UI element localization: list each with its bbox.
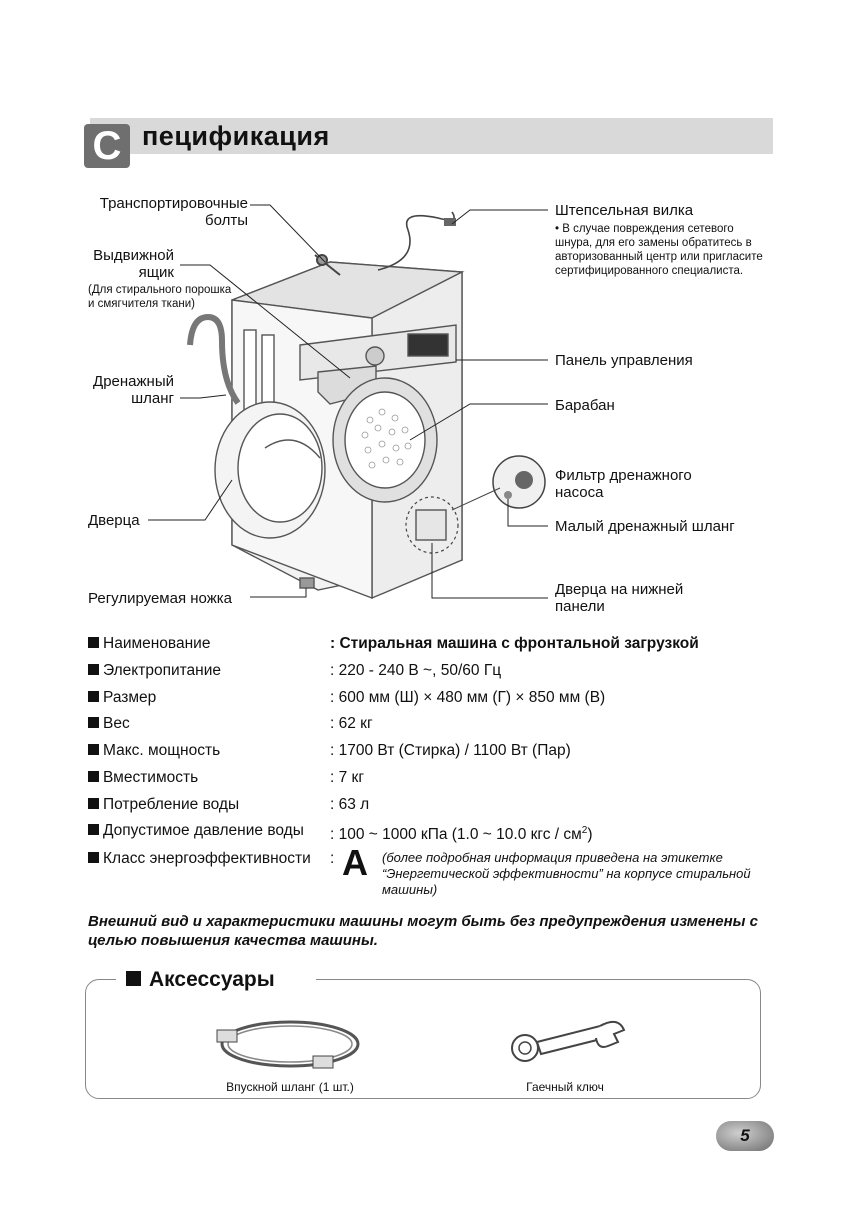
washing-machine-diagram: [148, 204, 548, 600]
bullet-square-icon: [88, 744, 99, 755]
label-drain-hose: Дренажный шланг: [93, 373, 174, 407]
header-badge-letter: С: [84, 124, 130, 168]
label-transport-bolts: Транспортировочные болты: [99, 195, 248, 229]
label-drawer: Выдвижной ящик: [93, 247, 174, 281]
bullet-square-icon: [126, 971, 141, 986]
label-drum: Барабан: [555, 397, 615, 414]
label-drawer-note: (Для стирального порошка и смягчителя тк…: [88, 284, 232, 310]
energy-class-value: A: [342, 842, 368, 883]
label-small-drain-hose: Малый дренажный шланг: [555, 518, 735, 535]
washer-body-illustration: [214, 261, 465, 600]
wrench-caption: Гаечный ключ: [526, 1080, 604, 1094]
label-pump-filter: Фильтр дренажного насоса: [555, 467, 692, 501]
bullet-square-icon: [88, 852, 99, 863]
bullet-square-icon: [88, 824, 99, 835]
accessories-box: [85, 979, 761, 1099]
bullet-square-icon: [88, 771, 99, 782]
inlet-hose-icon: [216, 1020, 360, 1069]
label-control-panel: Панель управления: [555, 352, 693, 369]
label-power-plug: Штепсельная вилка: [555, 202, 694, 219]
drain-hose-illustration: [187, 313, 241, 405]
leader-lines: [148, 204, 548, 599]
page-number: 5: [716, 1121, 774, 1151]
bullet-square-icon: [88, 664, 99, 675]
wrench-icon: [511, 1020, 626, 1062]
bullet-square-icon: [88, 717, 99, 728]
bullet-square-icon: [88, 637, 99, 648]
label-lower-panel-door: Дверца на нижней панели: [555, 581, 684, 615]
transport-bolt-illustration: [314, 254, 341, 276]
page-title: пецификация: [142, 121, 330, 151]
label-power-plug-note: • В случае повреждения сетевого шнура, д…: [555, 223, 763, 277]
power-plug-illustration: [377, 211, 455, 271]
energy-class-note: (более подробная информация приведена на…: [382, 850, 751, 897]
label-adjustable-foot: Регулируемая ножка: [88, 590, 232, 607]
label-door: Дверца: [88, 512, 140, 529]
bullet-square-icon: [88, 691, 99, 702]
accessories-title: Аксессуары: [126, 966, 275, 994]
bullet-square-icon: [88, 798, 99, 809]
header-bar: [90, 118, 773, 154]
disclaimer: Внешний вид и характеристики машины могу…: [88, 913, 758, 949]
inlet-hose-caption: Впускной шланг (1 шт.): [226, 1080, 354, 1094]
